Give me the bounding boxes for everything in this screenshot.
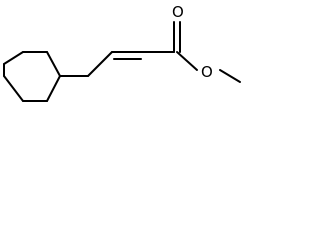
cyclohexane-ring (3, 51, 61, 102)
structure-canvas: O O (0, 0, 250, 134)
acrylate-chain (59, 21, 241, 83)
ester-bond (176, 51, 198, 71)
single-bond (87, 51, 113, 77)
ring-bond (46, 75, 61, 102)
ester-oxygen-label: O (201, 63, 213, 81)
methyl-bond (219, 69, 241, 83)
ring-bond (3, 75, 24, 102)
chemical-structure: O O (3, 3, 241, 102)
ring-bond (46, 51, 61, 77)
ring-bond (3, 51, 24, 65)
carbonyl-oxygen-label: O (172, 3, 184, 21)
